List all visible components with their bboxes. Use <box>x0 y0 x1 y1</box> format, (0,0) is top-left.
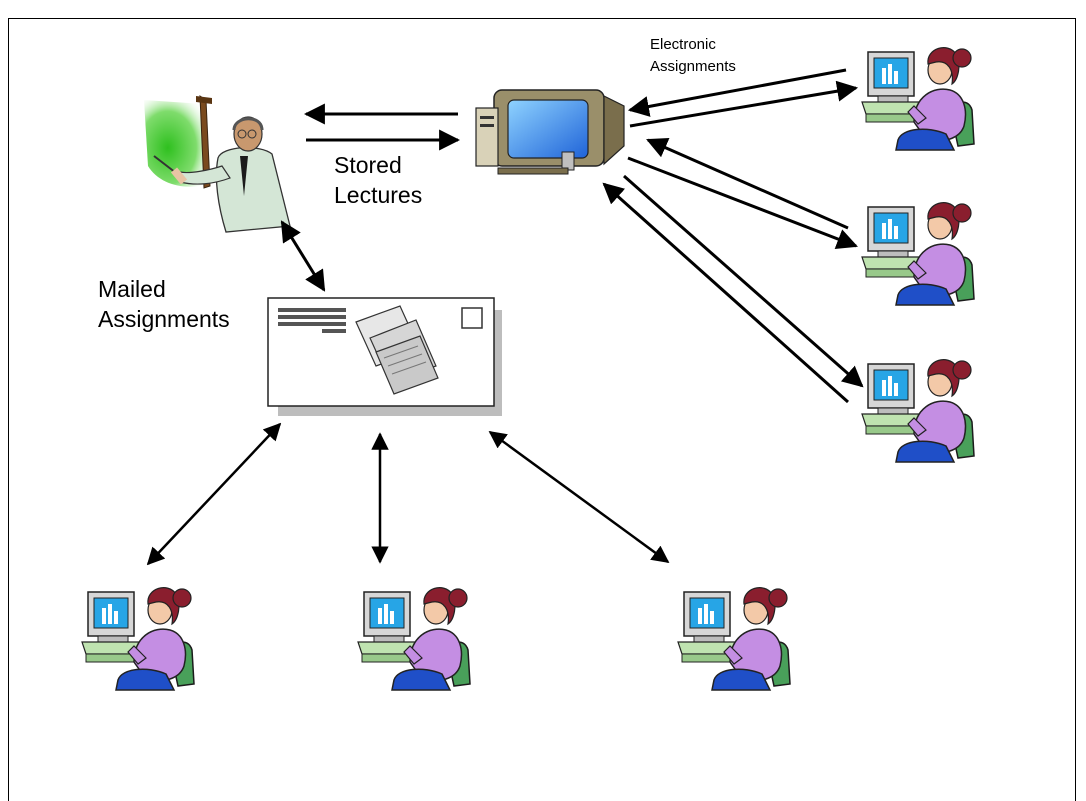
arrow-server-to-student <box>629 80 859 128</box>
arrow-envelope-student-right <box>488 430 670 564</box>
floppy-disk-icon <box>355 305 439 395</box>
mailed-assignments-label: Mailed Assignments <box>98 274 230 334</box>
student-icon <box>357 586 471 691</box>
envelope-icon <box>267 297 502 416</box>
arrow-server-to-student <box>623 174 864 388</box>
arrow-student-to-server <box>646 138 849 230</box>
student-icon <box>861 46 975 151</box>
stored-lectures-line-2: Lectures <box>334 182 423 208</box>
computer-icon <box>475 89 625 175</box>
arrow-instructor-envelope <box>280 220 326 292</box>
student-icon <box>861 201 975 306</box>
arrow-student-to-server <box>627 68 847 117</box>
arrow-envelope-student-left <box>146 422 282 566</box>
electronic-assignments-label: Electronic Assignments <box>650 34 736 78</box>
instructor-icon <box>144 95 291 233</box>
diagram-frame <box>8 18 1076 801</box>
student-icon <box>861 358 975 463</box>
arrow-server-to-student <box>627 156 858 249</box>
arrow-student-to-server <box>602 182 849 404</box>
student-icon <box>677 586 791 691</box>
mailed-assignments-line-1: Mailed <box>98 276 166 302</box>
student-icon <box>81 586 195 691</box>
electronic-assignments-line-1: Electronic <box>650 36 716 53</box>
mailed-assignments-line-2: Assignments <box>98 306 230 332</box>
stored-lectures-line-1: Stored <box>334 152 402 178</box>
stored-lectures-label: Stored Lectures <box>334 150 422 210</box>
electronic-assignments-line-2: Assignments <box>650 58 736 75</box>
